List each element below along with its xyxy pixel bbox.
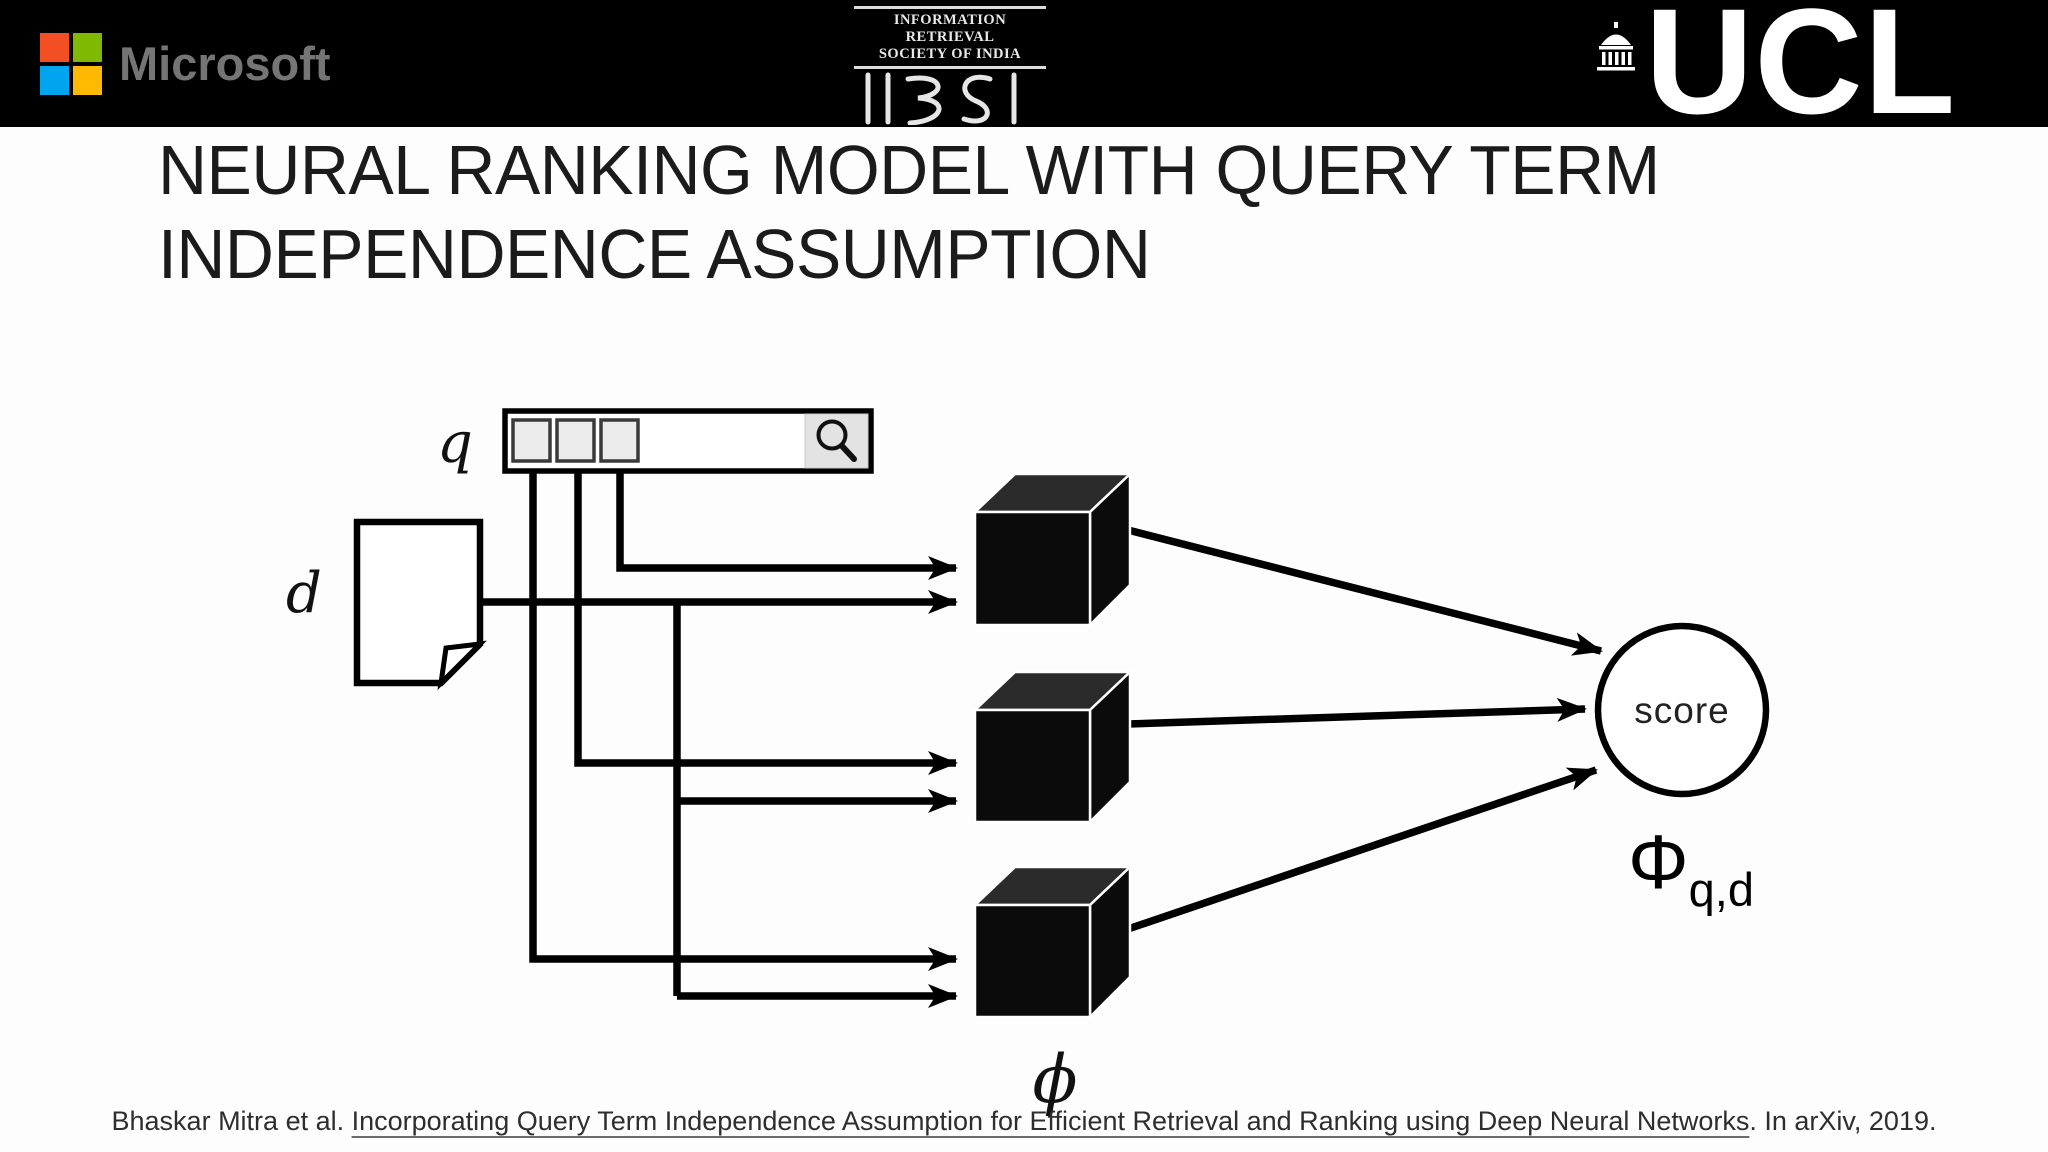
slide-title-line1: NEURAL RANKING MODEL WITH QUERY TERM — [158, 131, 1660, 209]
irsi-mark-icon — [865, 72, 1017, 126]
microsoft-square-blue — [40, 65, 69, 95]
wire-term1-model3 — [529, 452, 958, 971]
search-box — [502, 408, 874, 474]
wire-model2-score — [1127, 697, 1587, 728]
irsi-mid-rule — [854, 66, 1046, 69]
wires — [476, 452, 1603, 1008]
microsoft-square-green — [73, 32, 102, 62]
header-bar: Microsoft INFORMATION RETRIEVAL SOCIETY … — [0, 0, 2048, 127]
score-node — [1594, 622, 1770, 798]
microsoft-square-red — [40, 32, 69, 62]
citation-suffix: . In arXiv, 2019. — [1749, 1106, 1937, 1136]
query-term-box-2 — [555, 418, 596, 463]
query-term-box-1 — [511, 418, 552, 463]
query-label: q — [437, 411, 473, 476]
irsi-line2: SOCIETY OF INDIA — [878, 46, 1022, 62]
model-cube-2 — [971, 669, 1134, 826]
microsoft-logo-icon — [40, 32, 102, 95]
irsi-top-rule — [854, 6, 1046, 9]
phi-label: ϕ — [1033, 1041, 1078, 1118]
microsoft-wordmark: Microsoft — [119, 37, 331, 90]
wire-model3-score — [1126, 766, 1598, 933]
document-icon — [353, 518, 487, 691]
wire-term2-model2 — [574, 452, 958, 775]
citation: Bhaskar Mitra et al. Incorporating Query… — [0, 1106, 2048, 1137]
wire-model1-score — [1127, 526, 1603, 656]
slide-title-line2: INDEPENDENCE ASSUMPTION — [158, 215, 1151, 293]
query-term-box-3 — [599, 418, 640, 463]
wire-term3-model1 — [616, 452, 958, 580]
search-icon — [816, 419, 857, 462]
irsi-logo: INFORMATION RETRIEVAL SOCIETY OF INDIA — [852, 6, 1048, 127]
output-label: Φq,d — [1628, 820, 1754, 916]
model-cube-3 — [971, 864, 1134, 1021]
microsoft-logo: Microsoft — [40, 0, 331, 127]
citation-paper-link[interactable]: Incorporating Query Term Independence As… — [351, 1106, 1750, 1136]
model-cube-1 — [971, 471, 1134, 629]
document-label: d — [286, 561, 322, 626]
ucl-wordmark: UCL — [1645, 0, 1957, 127]
slide-title: NEURAL RANKING MODEL WITH QUERY TERM IND… — [158, 128, 1660, 296]
microsoft-square-yellow — [73, 65, 102, 95]
output-label-sub: q,d — [1689, 863, 1754, 916]
score-label: score — [1634, 690, 1729, 731]
citation-prefix: Bhaskar Mitra et al. — [111, 1106, 352, 1136]
ucl-dome-icon — [1597, 22, 1635, 71]
irsi-line1: INFORMATION RETRIEVAL — [893, 12, 1007, 45]
output-label-main: Φ — [1628, 820, 1689, 905]
